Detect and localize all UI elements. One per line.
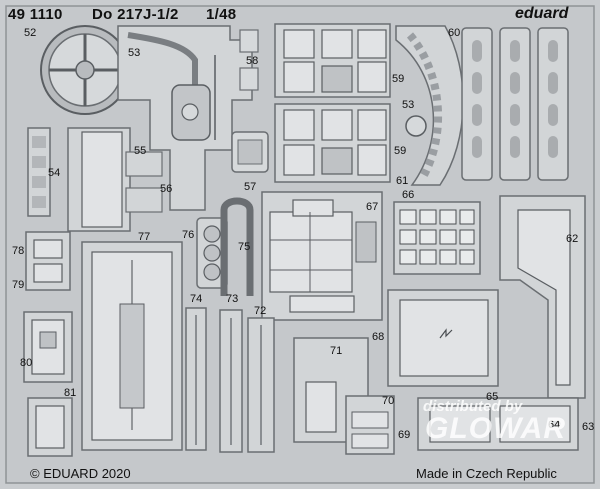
part-number-53: 53 bbox=[128, 47, 141, 59]
part-number-67: 67 bbox=[366, 201, 379, 213]
part-number-66: 66 bbox=[402, 189, 415, 201]
part-number-74: 74 bbox=[190, 293, 203, 305]
part-number-79: 79 bbox=[12, 279, 25, 291]
copyright-text: © EDUARD 2020 bbox=[30, 466, 131, 481]
scale-label: 1/48 bbox=[206, 6, 237, 23]
part-number-56: 56 bbox=[160, 183, 173, 195]
catalog-number: 49 1110 bbox=[8, 6, 63, 23]
part-number-58: 58 bbox=[246, 55, 259, 67]
part-number-73: 73 bbox=[226, 293, 239, 305]
origin-text: Made in Czech Republic bbox=[416, 466, 557, 481]
part-number-72: 72 bbox=[254, 305, 267, 317]
part-number-65: 65 bbox=[486, 391, 499, 403]
part-number-61: 61 bbox=[396, 175, 409, 187]
part-number-78: 78 bbox=[12, 245, 25, 257]
part-number-59: 59 bbox=[394, 145, 407, 157]
part-number-55: 55 bbox=[134, 145, 147, 157]
part-number-68: 68 bbox=[372, 331, 385, 343]
part-number-62: 62 bbox=[566, 233, 579, 245]
eduard-logo-text: eduard bbox=[515, 5, 569, 22]
distributor-watermark-logo: GLOWAR bbox=[425, 412, 566, 445]
distributor-watermark-line: distributed by bbox=[423, 398, 523, 415]
part-number-80: 80 bbox=[20, 357, 33, 369]
model-name: Do 217J-1/2 bbox=[92, 6, 179, 23]
part-number-70: 70 bbox=[382, 395, 395, 407]
part-number-81: 81 bbox=[64, 387, 77, 399]
part-number-64: 64 bbox=[548, 419, 561, 431]
part-number-75: 75 bbox=[238, 241, 251, 253]
part-number-71: 71 bbox=[330, 345, 343, 357]
part-number-69: 69 bbox=[398, 429, 411, 441]
part-number-54: 54 bbox=[48, 167, 61, 179]
part-52-wheel bbox=[40, 25, 130, 115]
part-number-57: 57 bbox=[244, 181, 257, 193]
part-number-53: 53 bbox=[402, 99, 415, 111]
part-number-77: 77 bbox=[138, 231, 151, 243]
part-number-63: 63 bbox=[582, 421, 595, 433]
part-number-59: 59 bbox=[392, 73, 405, 85]
part-number-60: 60 bbox=[448, 27, 461, 39]
part-number-52: 52 bbox=[24, 27, 37, 39]
part-number-76: 76 bbox=[182, 229, 195, 241]
